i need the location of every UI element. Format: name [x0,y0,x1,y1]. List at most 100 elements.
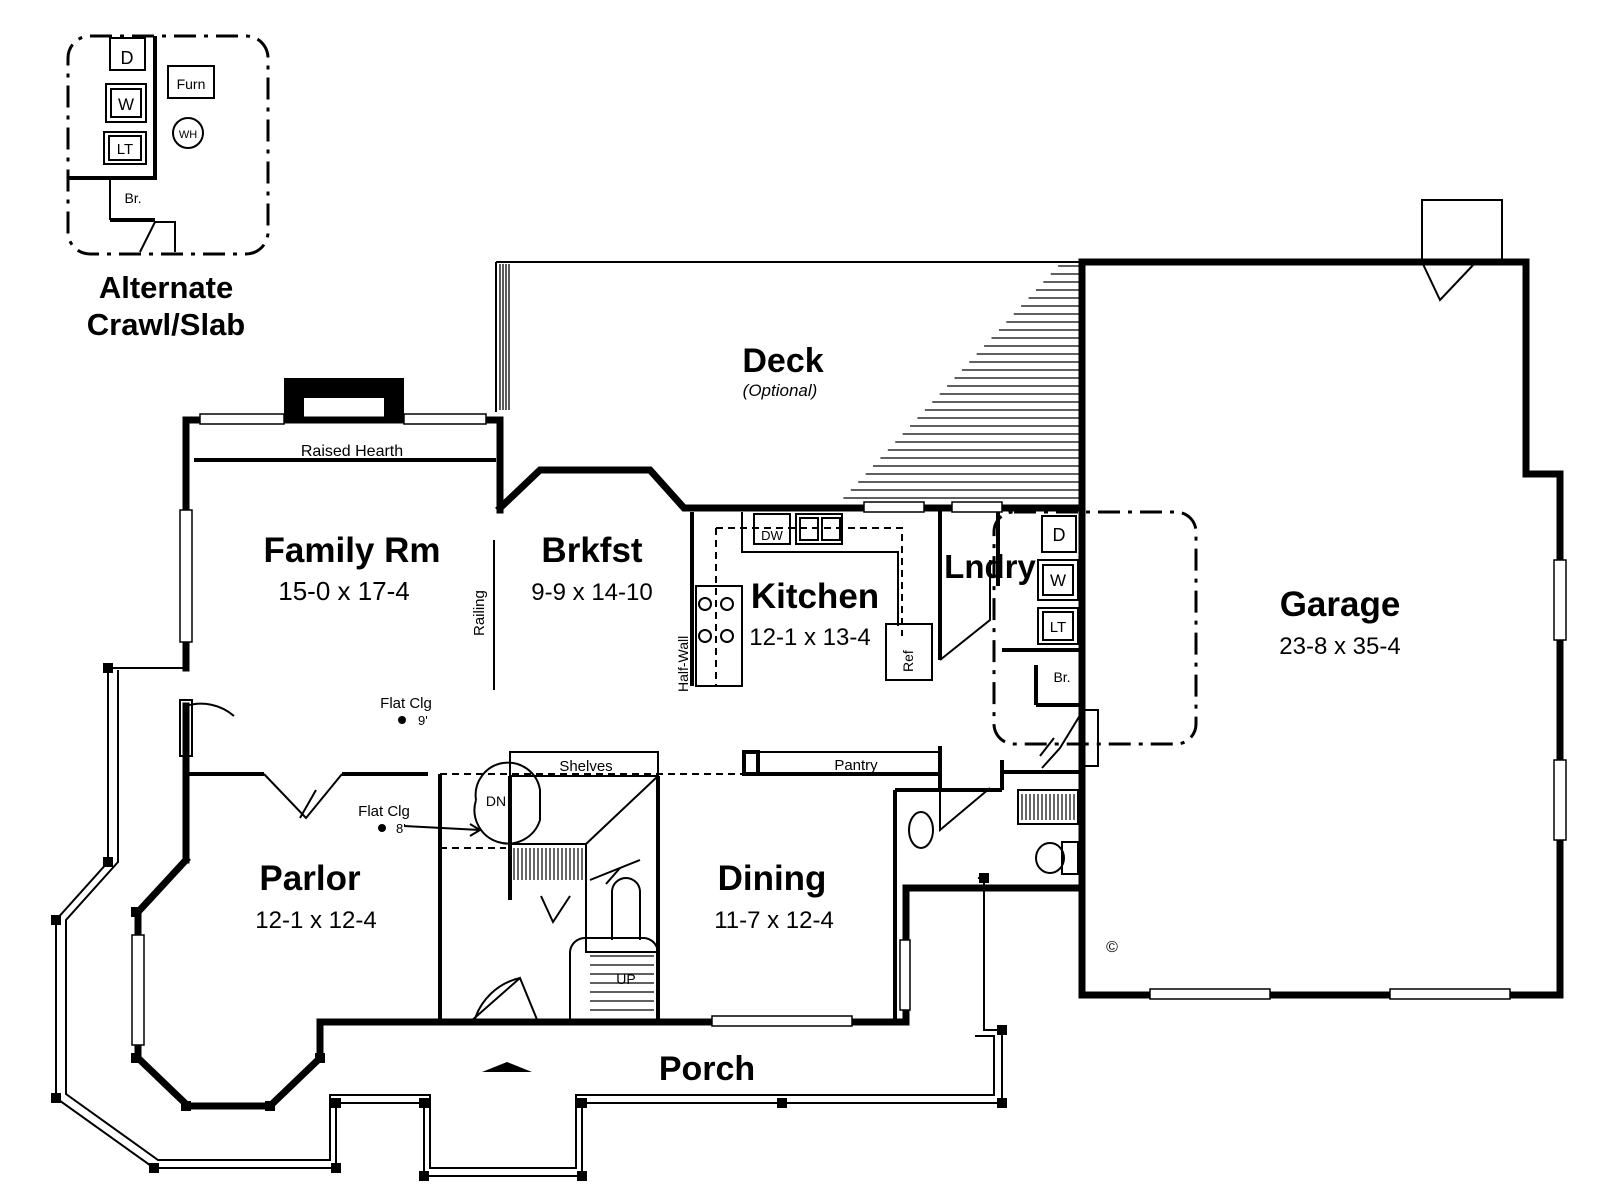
window [899,939,911,1011]
stair-treads [513,848,654,1011]
porch-post [577,1171,587,1181]
inset-furnace-label: Furn [177,76,206,92]
island-counter [695,585,743,687]
deck-label: Deck [742,342,823,380]
bath-grille [1017,789,1079,825]
porch-rail-outer [55,667,1003,1177]
bifold-door [263,773,343,820]
family-ceiling-height: 9' [418,713,428,728]
garage-service-door [1421,261,1477,302]
inset-washer-inner [110,88,142,118]
window [1553,559,1567,641]
house-walls [134,258,1564,1110]
porch-post [419,1171,429,1181]
garage-service-stoop [1421,199,1503,263]
lndry-label: Lndry [944,548,1036,585]
refrigerator [885,623,933,681]
window [863,501,925,513]
washer-label: W [1050,571,1066,590]
toilet-tank [1061,841,1079,875]
bath-door [939,787,991,833]
dn-swing [473,761,541,845]
inset-broom-label: Br. [124,190,141,206]
dining-dims: 11-7 x 12-4 [714,907,834,934]
cooktop-burner [720,629,734,643]
cooktop-burner [720,597,734,611]
dn-label: DN [486,793,506,809]
parlor-ceiling-height: 8' [396,821,406,836]
dryer-label: D [1053,525,1066,545]
windows [131,413,1567,1046]
laundry-door [939,560,991,661]
stair-landing [569,936,659,1022]
dining-label: Dining [718,859,827,898]
window [1553,759,1567,841]
counter-edge [741,512,899,626]
cooktop-burner [698,597,712,611]
copyright-mark: © [1106,939,1118,956]
porch-post [331,1163,341,1173]
deck-hatch-left [499,264,510,410]
alternate-boundary [992,510,1198,746]
bath-grille-lines [1021,794,1075,820]
entry-arrow [482,1062,532,1072]
window [1149,988,1271,1000]
pantry-label: Pantry [834,757,878,774]
upper-cabinets [716,527,903,636]
porch-post [103,857,113,867]
garage-dims: 23-8 x 35-4 [1279,633,1400,660]
room-labels: Family Rm 15-0 x 17-4 Brkfst 9-9 x 14-10… [255,531,1400,934]
inset-water-heater-label: WH [179,129,197,141]
raised-hearth-label: Raised Hearth [301,443,403,460]
annotations: Raised Hearth Railing Half-Wall Flat Clg… [301,443,1118,987]
sink-bowl [799,517,819,541]
stairs [473,750,941,1022]
porch-post [997,1025,1007,1035]
washer-inner [1042,564,1074,596]
broom-label: Br. [1053,669,1070,685]
garage-wall [1078,258,1564,999]
doors [179,199,1503,1023]
deck-area: Deck (Optional) [495,261,1082,499]
stair-outline [510,843,658,953]
dryer [1041,515,1077,553]
porch-post [979,873,989,883]
porch-label: Porch [659,1050,755,1088]
family-room-dims: 15-0 x 17-4 [278,576,410,606]
family-flat-clg-label: Flat Clg [380,695,432,712]
inset-dryer [109,37,146,71]
railing-label: Railing [471,590,488,636]
fireplace [284,378,404,420]
window [1389,988,1511,1000]
inset-title-line2: Crawl/Slab [87,307,246,342]
parlor-flat-clg-label: Flat Clg [358,803,410,820]
inset-laundry-tub [103,131,147,165]
inset-furnace [167,65,215,99]
laundry-bath-fixtures [908,510,1198,875]
door-frame [179,699,193,757]
porch-post [149,1163,159,1173]
inset-title-line1: Alternate [99,270,233,305]
inset-washer-label: W [118,95,134,114]
shelves-label: Shelves [559,758,612,775]
pantry-post [742,750,760,776]
stair-break [605,867,621,885]
inset-door [139,221,176,253]
parlor-label: Parlor [259,859,361,898]
kitchen-label: Kitchen [751,577,879,616]
porch-rail-inner [65,670,995,1169]
family-room-label: Family Rm [264,531,441,570]
porch-post [103,663,113,673]
porch-post [51,1093,61,1103]
garage-door-frame [1081,709,1099,767]
parlor-dims: 12-1 x 12-4 [255,907,376,934]
alternate-crawl-slab-inset: D W LT Br. Furn WH Alternate Crawl/Slab [66,34,270,342]
porch-post [777,1098,787,1108]
breakfast-bay-wall [495,466,1084,513]
family-exterior-door [185,702,235,758]
stair-break [589,859,641,881]
inset-water-heater [172,117,204,149]
porch-post [419,1098,429,1108]
washer [1037,559,1079,601]
